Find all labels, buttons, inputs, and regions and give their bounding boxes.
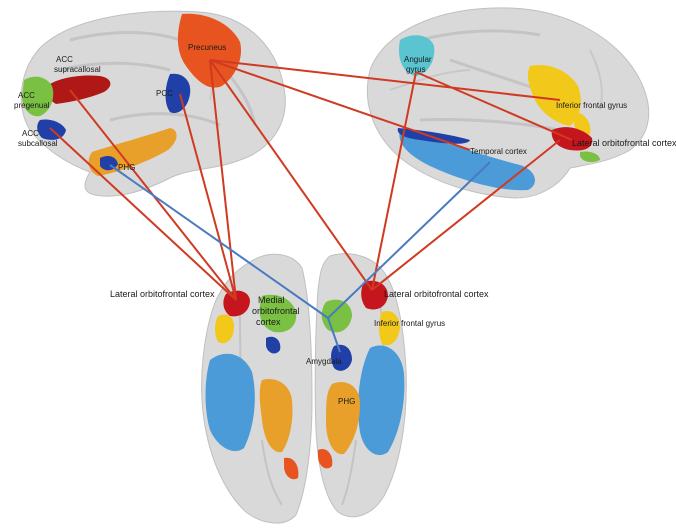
ventral-left-lateral-orbitofrontal bbox=[223, 290, 250, 317]
connection-phg-to-amygdala bbox=[109, 164, 329, 319]
connection-acc-sub-to-left-lofc bbox=[49, 127, 237, 301]
label-inferior-frontal-gyrus-lateral: Inferior frontal gyrus bbox=[556, 101, 627, 110]
connection-precuneus-to-ifg bbox=[209, 59, 561, 101]
label-acc-supracallosal-line1: ACC bbox=[56, 55, 73, 64]
lateral-sulcus-4 bbox=[389, 69, 471, 91]
temporal-cortex-region bbox=[399, 130, 535, 191]
ventral-right-lateral-orbitofrontal bbox=[361, 280, 388, 310]
connection-pcc-to-left-lofc bbox=[179, 93, 237, 301]
medial-sulcus-2 bbox=[59, 61, 171, 72]
connection-lateral-lofc-to-right-lofc bbox=[371, 139, 561, 291]
label-acc-subcallosal-line1: ACC bbox=[22, 129, 39, 138]
ventral-right-temporal bbox=[358, 345, 405, 456]
ventral-right-amygdala bbox=[331, 344, 352, 371]
ventral-left-inferior-frontal bbox=[215, 314, 234, 344]
label-acc-subcallosal-line2: subcallosal bbox=[18, 139, 58, 148]
acc-pregenual-region bbox=[22, 76, 54, 117]
connection-precuneus-to-right-lofc bbox=[209, 59, 373, 291]
medial-brain-view bbox=[20, 10, 286, 197]
label-acc-pregenual-line1: ACC bbox=[18, 91, 35, 100]
connection-amygdala-down bbox=[327, 317, 341, 353]
lateral-sulcus-5 bbox=[589, 49, 603, 111]
label-medial-orbitofrontal-line1: Medial bbox=[258, 295, 285, 305]
connection-angular-to-lateral-lofc bbox=[415, 71, 573, 141]
label-medial-orbitofrontal-line3: cortex bbox=[256, 317, 281, 327]
medial-sulcus-4 bbox=[109, 112, 221, 127]
label-amygdala: Amygdala bbox=[306, 357, 342, 366]
region-labels: Precuneus ACC supracallosal ACC pregenua… bbox=[14, 43, 676, 406]
label-phg-ventral: PHG bbox=[338, 397, 355, 406]
ventral-right-inferior-frontal bbox=[379, 310, 400, 346]
label-medial-orbitofrontal-line2: orbitofrontal bbox=[252, 306, 300, 316]
precuneus-region bbox=[177, 13, 242, 88]
connection-angular-to-right-lofc bbox=[371, 71, 417, 291]
connection-lines bbox=[49, 59, 573, 353]
ventral-right-phg bbox=[326, 382, 360, 455]
ventral-brain-view bbox=[201, 253, 407, 524]
connection-precuneus-to-left-lofc bbox=[209, 59, 237, 301]
label-lateral-orbitofrontal-lateral: Lateral orbitofrontal cortex bbox=[572, 138, 676, 148]
ventral-left-blue-patch bbox=[266, 336, 281, 354]
label-pcc: PCC bbox=[156, 89, 173, 98]
medial-brain-surface bbox=[20, 10, 286, 197]
pcc-region bbox=[165, 73, 191, 114]
label-angular-gyrus-line1: Angular bbox=[404, 55, 432, 64]
acc-supracallosal-region bbox=[48, 75, 111, 104]
ventral-left-orange-patch bbox=[284, 457, 299, 480]
ventral-sulcus-3 bbox=[261, 439, 283, 506]
connection-precuneus-to-temporal bbox=[209, 59, 471, 151]
label-inferior-frontal-gyrus-ventral: Inferior frontal gyrus bbox=[374, 319, 445, 328]
label-lateral-orbitofrontal-left: Lateral orbitofrontal cortex bbox=[110, 289, 215, 299]
connection-temporal-to-amygdala bbox=[327, 161, 491, 319]
ventral-left-medial-orbitofrontal bbox=[259, 294, 297, 333]
label-angular-gyrus-line2: gyrus bbox=[406, 65, 426, 74]
ventral-left-phg bbox=[259, 378, 293, 453]
lateral-orbitofrontal-green bbox=[580, 151, 600, 163]
lateral-brain-view bbox=[366, 7, 650, 199]
label-temporal-cortex: Temporal cortex bbox=[470, 147, 527, 156]
lateral-orbitofrontal-region bbox=[551, 127, 593, 151]
label-lateral-orbitofrontal-right: Lateral orbitofrontal cortex bbox=[384, 289, 489, 299]
ventral-sulcus-4 bbox=[341, 439, 357, 506]
inferior-frontal-gyrus-region bbox=[527, 64, 581, 126]
label-acc-supracallosal-line2: supracallosal bbox=[54, 65, 101, 74]
ventral-left-temporal bbox=[205, 353, 255, 452]
medial-sulcus-1 bbox=[69, 31, 181, 42]
label-acc-pregenual-line2: pregenual bbox=[14, 101, 50, 110]
label-precuneus: Precuneus bbox=[188, 43, 226, 52]
label-phg-medial: PHG bbox=[118, 163, 135, 172]
lateral-sulcus-3 bbox=[419, 118, 571, 134]
lateral-sulcus-1 bbox=[419, 29, 541, 42]
angular-gyrus-region bbox=[398, 35, 435, 76]
ventral-right-orange-patch bbox=[318, 448, 333, 469]
